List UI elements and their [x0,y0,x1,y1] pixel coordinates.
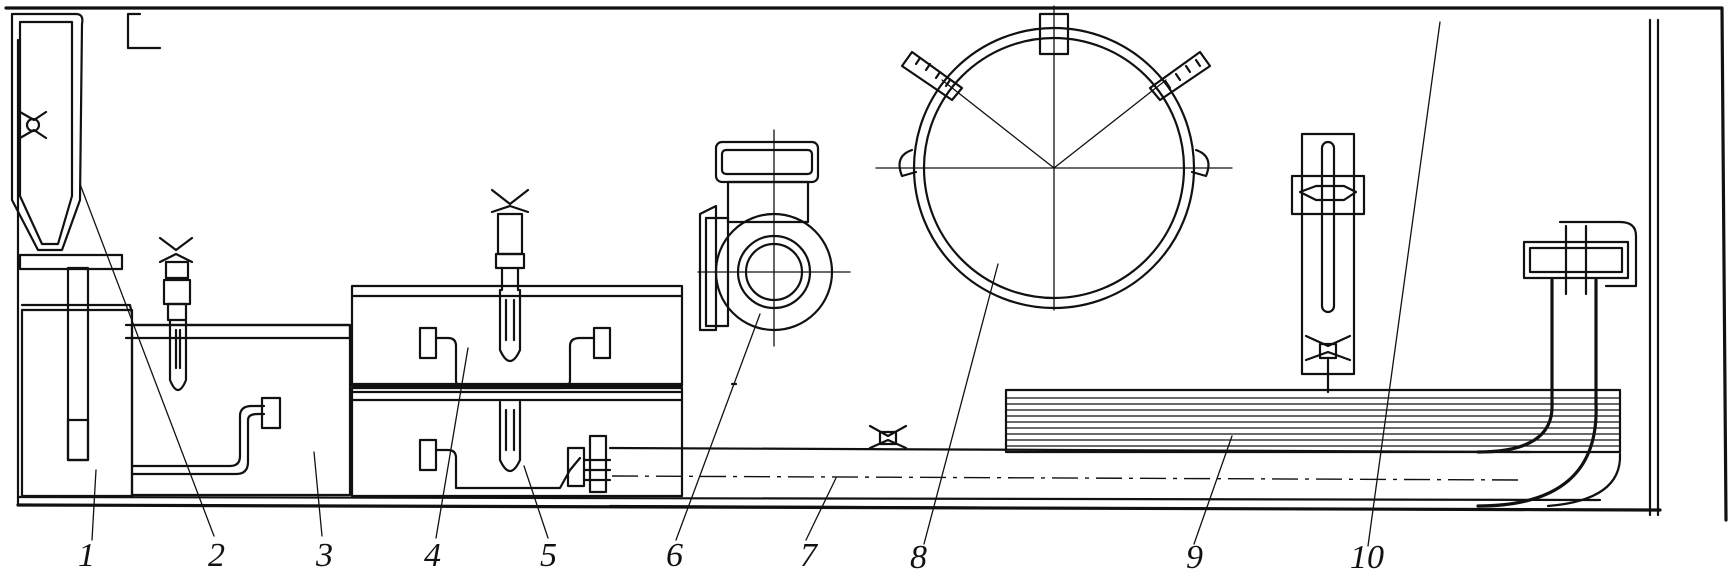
callout-1: 1 [78,537,95,572]
cabinet-frame [4,6,1728,522]
leader-lines [79,21,1441,547]
motor-pump-6 [697,129,851,386]
left-flask-assembly [10,12,134,498]
callout-10: 10 [1350,539,1384,572]
callout-7: 7 [800,537,819,572]
callout-6: 6 [666,537,683,572]
callout-4: 4 [424,537,441,572]
vessel-8 [875,5,1233,311]
callout-8: 8 [910,539,927,572]
stacked-boxes-4-5 [350,188,684,498]
box-unit-3 [124,236,352,497]
callout-labels: 1 2 3 4 5 6 7 8 9 10 [78,537,1384,572]
callout-3: 3 [315,537,333,572]
finned-exchanger-9 [1004,220,1638,508]
vertical-gauge [1290,132,1366,394]
callout-9: 9 [1186,539,1203,572]
callout-2: 2 [208,537,225,572]
callout-5: 5 [540,537,557,572]
